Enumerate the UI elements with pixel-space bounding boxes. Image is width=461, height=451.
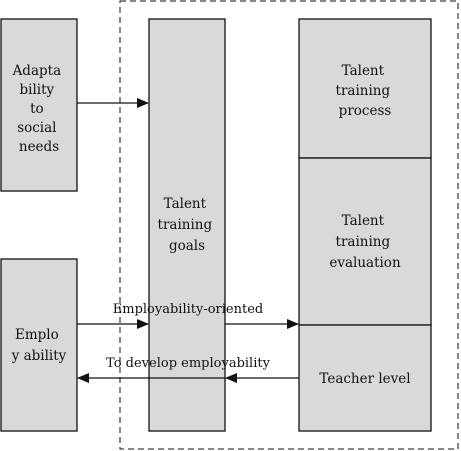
adaptability-box — [0, 18, 78, 192]
goals-label: Talent training goals — [158, 196, 217, 254]
goals-box — [148, 18, 226, 432]
adaptability-label-line-5: needs — [19, 139, 59, 155]
employability-label: Emplo y ability — [11, 327, 67, 364]
employability-oriented-label: Employability-oriented — [113, 302, 263, 317]
process-label: Talent training process — [336, 63, 395, 119]
develop-employability-label: To develop employability — [106, 356, 271, 371]
adaptability-label-line-2: bility — [20, 82, 55, 98]
employability-box — [0, 258, 78, 432]
process-label-line-2: training — [336, 83, 391, 99]
goals-label-line-3: goals — [169, 238, 205, 254]
system-boundary-frame — [119, 0, 459, 450]
evaluation-label-line-1: Talent — [342, 213, 385, 229]
adaptability-label-line-1: Adapta — [12, 63, 62, 79]
goals-label-line-1: Talent — [164, 196, 207, 212]
evaluation-label: Talent training evaluation — [329, 213, 401, 271]
evaluation-box — [298, 157, 432, 326]
employability-label-line-2: y ability — [11, 348, 67, 364]
process-label-line-3: process — [339, 103, 392, 119]
evaluation-label-line-2: training — [336, 234, 391, 250]
goals-label-line-2: training — [158, 217, 213, 233]
adaptability-label-line-4: social — [17, 120, 56, 136]
employability-label-line-1: Emplo — [15, 327, 59, 343]
process-label-line-1: Talent — [342, 63, 385, 79]
teacher-label: Teacher level — [319, 371, 410, 387]
teacher-box — [298, 324, 432, 432]
evaluation-label-line-3: evaluation — [329, 255, 401, 271]
adaptability-label: Adapta bility to social needs — [12, 63, 66, 155]
adaptability-label-line-3: to — [30, 101, 44, 117]
